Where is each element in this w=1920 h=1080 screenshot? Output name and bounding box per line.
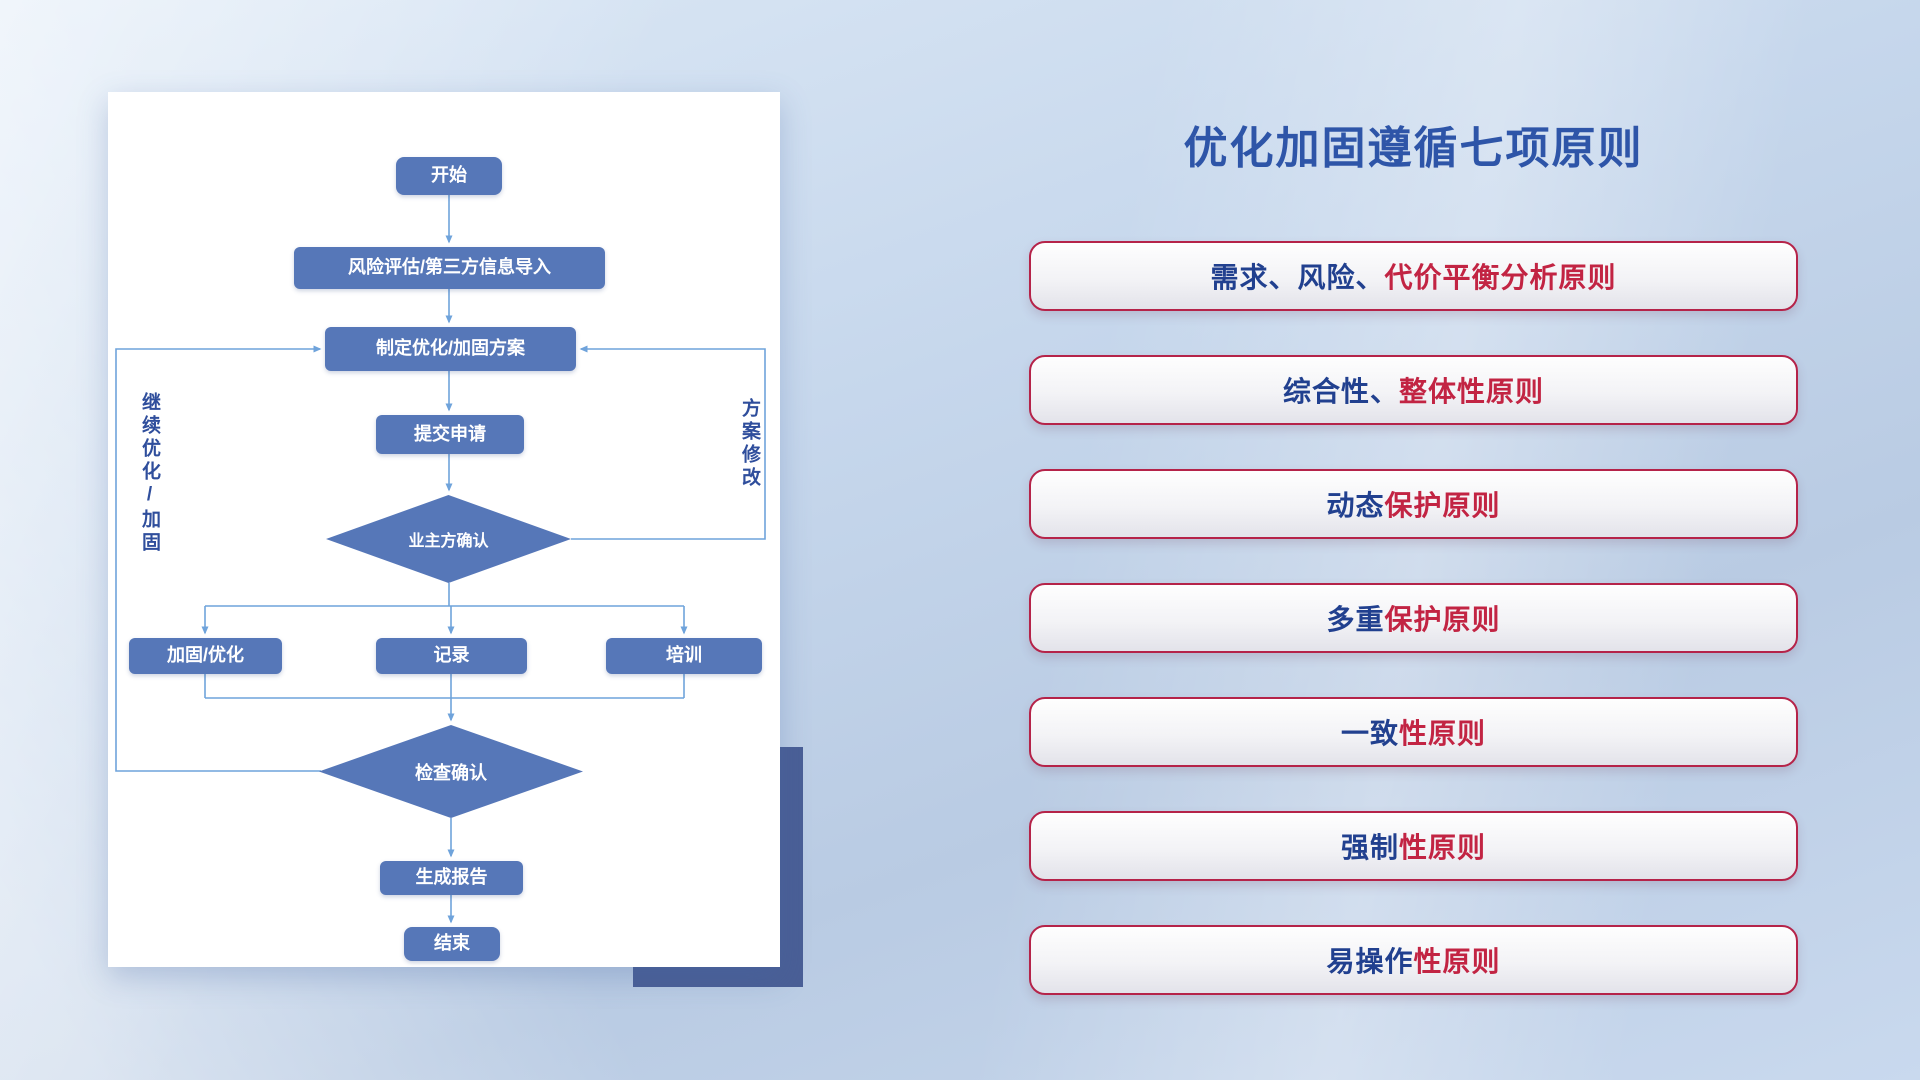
page-title: 优化加固遵循七项原则 — [1183, 124, 1644, 173]
loop-label-plan-revise: 方案修改 — [739, 398, 760, 490]
principle-pill-7: 易操作性原则 — [1029, 925, 1798, 995]
flow-node-risk-import: 风险评估/第三方信息导入 — [294, 247, 605, 289]
principle-list: 需求、风险、代价平衡分析原则 综合性、整体性原则 动态保护原则 多重保护原则 一… — [1029, 241, 1798, 1039]
principle-pill-2: 综合性、整体性原则 — [1029, 355, 1798, 425]
flowchart-card: 开始 风险评估/第三方信息导入 制定优化/加固方案 提交申请 业主方确认 加固/… — [108, 92, 780, 967]
principle-pill-3: 动态保护原则 — [1029, 469, 1798, 539]
principle-3-navy-text: 动态 — [1326, 490, 1385, 521]
flowchart: 开始 风险评估/第三方信息导入 制定优化/加固方案 提交申请 业主方确认 加固/… — [108, 92, 780, 967]
connector-lines — [115, 195, 766, 924]
flow-node-submit: 提交申请 — [376, 415, 524, 454]
flowchart-connectors — [115, 195, 766, 924]
flow-node-end: 结束 — [404, 927, 500, 961]
principle-6-navy-text: 强制 — [1340, 832, 1399, 863]
principle-4-red-text: 保护原则 — [1384, 604, 1501, 635]
principle-5-navy-text: 一致 — [1340, 718, 1399, 749]
principle-6-red-text: 性原则 — [1399, 832, 1487, 863]
flow-node-harden: 加固/优化 — [129, 638, 282, 674]
flow-node-training: 培训 — [606, 638, 762, 674]
principle-7-navy-text: 易操作 — [1326, 946, 1414, 977]
principle-3-red-text: 保护原则 — [1384, 490, 1501, 521]
principle-7-red-text: 性原则 — [1413, 946, 1501, 977]
loop-label-continue-optimize: 继续优化/加固 — [139, 392, 160, 555]
flow-node-record: 记录 — [376, 638, 527, 674]
flow-node-start: 开始 — [396, 157, 502, 195]
principle-pill-1: 需求、风险、代价平衡分析原则 — [1029, 241, 1798, 311]
principle-4-navy-text: 多重 — [1326, 604, 1385, 635]
principle-pill-6: 强制性原则 — [1029, 811, 1798, 881]
flow-node-make-plan: 制定优化/加固方案 — [325, 327, 576, 371]
principle-2-navy-text: 综合性、 — [1282, 376, 1399, 407]
principle-pill-4: 多重保护原则 — [1029, 583, 1798, 653]
principle-1-red-text: 代价平衡分析原则 — [1384, 262, 1617, 293]
principle-2-red-text: 整体性原则 — [1399, 376, 1545, 407]
principle-1-navy-text: 需求、风险、 — [1210, 262, 1385, 293]
principle-5-red-text: 性原则 — [1399, 718, 1487, 749]
principle-pill-5: 一致性原则 — [1029, 697, 1798, 767]
flow-node-report: 生成报告 — [380, 861, 523, 895]
